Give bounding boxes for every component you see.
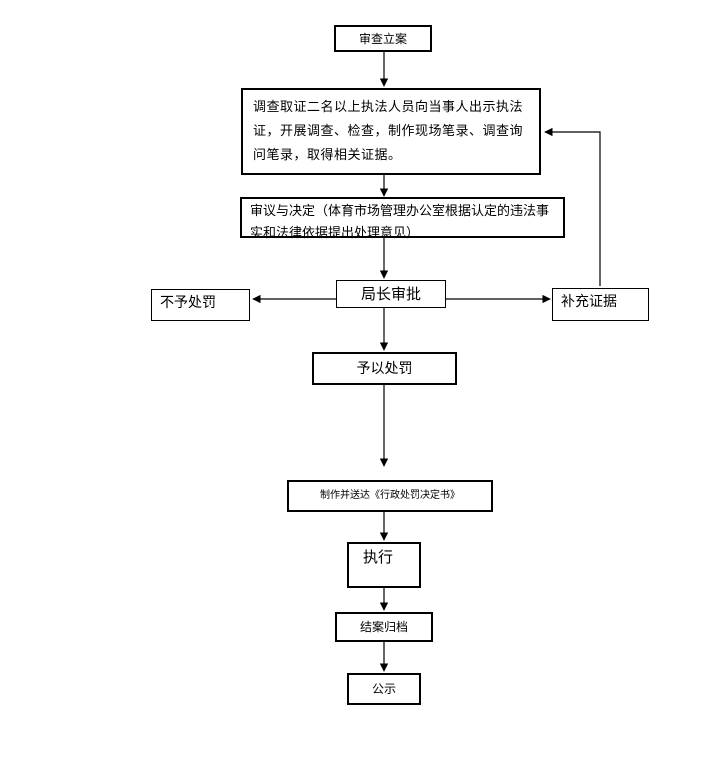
node-no-penalty-label: 不予处罚 xyxy=(160,295,216,311)
node-investigation-label: 调查取证二名以上执法人员向当事人出示执法证，开展调查、检查，制作现场笔录、调查询… xyxy=(253,100,524,163)
node-filing: 审查立案 xyxy=(334,25,432,52)
node-publicize: 公示 xyxy=(347,673,421,705)
node-deliberation-label: 审议与决定（体育市场管理办公室根据认定的违法事实和法律依据提出处理意见） xyxy=(250,204,550,241)
node-publicize-label: 公示 xyxy=(371,682,396,696)
node-penalty: 予以处罚 xyxy=(312,352,457,385)
node-serve-decision: 制作并送达《行政处罚决定书》 xyxy=(287,480,493,512)
node-serve-decision-label: 制作并送达《行政处罚决定书》 xyxy=(320,490,460,501)
node-penalty-label: 予以处罚 xyxy=(356,360,413,377)
node-filing-label: 审查立案 xyxy=(358,31,407,46)
node-no-penalty: 不予处罚 xyxy=(151,289,250,321)
node-supplement: 补充证据 xyxy=(552,288,649,321)
node-deliberation: 审议与决定（体育市场管理办公室根据认定的违法事实和法律依据提出处理意见） xyxy=(240,197,565,241)
node-execute-label: 执行 xyxy=(363,548,394,566)
node-archive-label: 结案归档 xyxy=(359,620,408,634)
node-approval: 局长审批 xyxy=(336,280,446,308)
node-approval-label: 局长审批 xyxy=(360,285,421,303)
node-execute: 执行 xyxy=(347,542,421,588)
node-archive: 结案归档 xyxy=(335,612,433,642)
node-investigation: 调查取证二名以上执法人员向当事人出示执法证，开展调查、检查，制作现场笔录、调查询… xyxy=(241,88,541,175)
node-supplement-label: 补充证据 xyxy=(561,294,617,310)
